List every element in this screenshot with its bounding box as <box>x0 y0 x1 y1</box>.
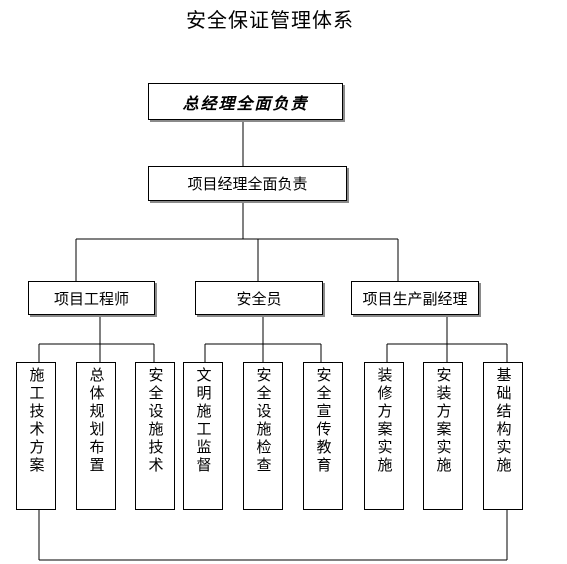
leaf-box: 安装方案实施 <box>423 362 463 510</box>
leaf-box: 安全设施检查 <box>243 362 283 510</box>
leaf-label: 基础结构实施 <box>494 367 513 475</box>
deputy-production-manager-label: 项目生产副经理 <box>362 289 468 308</box>
project-engineer-label: 项目工程师 <box>53 289 129 308</box>
leaf-box: 总体规划布置 <box>76 362 116 510</box>
leaf-label: 安装方案实施 <box>434 367 453 475</box>
leaf-box: 基础结构实施 <box>483 362 523 510</box>
safety-officer-label: 安全员 <box>236 289 282 308</box>
leaf-box: 装修方案实施 <box>364 362 404 510</box>
deputy-production-manager-box: 项目生产副经理 <box>351 281 479 315</box>
project-manager-label: 项目经理全面负责 <box>187 175 308 193</box>
diagram-title: 安全保证管理体系 <box>186 8 354 32</box>
safety-officer-box: 安全员 <box>195 281 323 315</box>
leaf-label: 安全宣传教育 <box>314 367 333 475</box>
project-manager-box: 项目经理全面负责 <box>148 166 347 201</box>
leaf-label: 总体规划布置 <box>87 367 106 475</box>
leaf-label: 施工技术方案 <box>27 367 46 475</box>
leaf-box: 文明施工监督 <box>183 362 223 510</box>
leaf-label: 装修方案实施 <box>375 367 394 475</box>
leaf-box: 安全宣传教育 <box>303 362 343 510</box>
leaf-box: 安全设施技术 <box>135 362 175 510</box>
leaf-label: 安全设施技术 <box>146 367 165 475</box>
leaf-label: 安全设施检查 <box>254 367 273 475</box>
leaf-label: 文明施工监督 <box>194 367 213 475</box>
general-manager-label: 总经理全面负责 <box>182 93 309 113</box>
project-engineer-box: 项目工程师 <box>28 281 155 315</box>
general-manager-box: 总经理全面负责 <box>148 83 343 120</box>
leaf-box: 施工技术方案 <box>16 362 56 510</box>
